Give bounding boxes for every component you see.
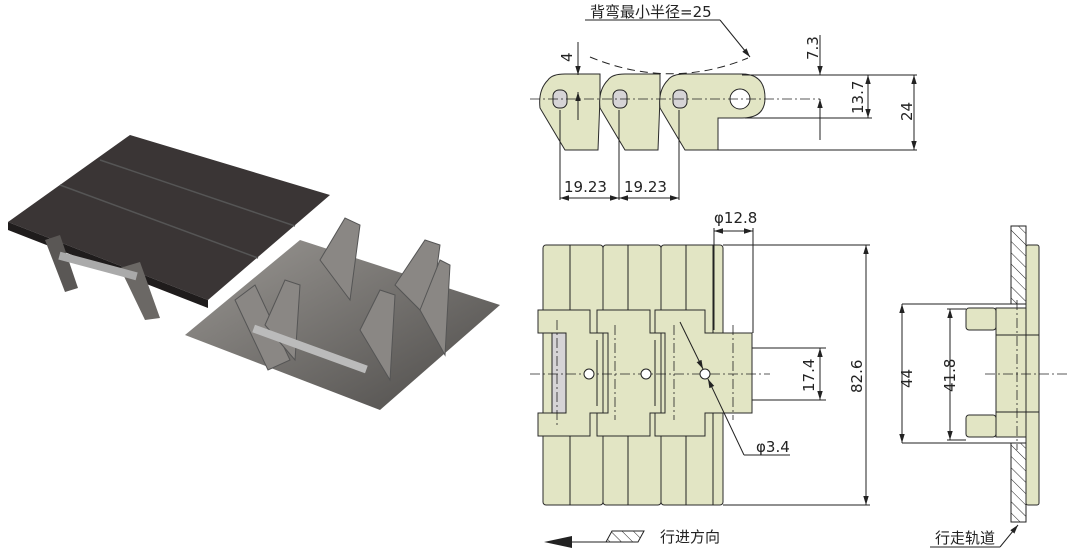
dim-7-3: 7.3 — [804, 36, 822, 60]
dim-4: 4 — [558, 52, 576, 62]
direction-arrow-icon — [544, 536, 572, 548]
dim-82-6: 82.6 — [848, 360, 866, 393]
direction-label: 行进方向 — [660, 528, 720, 546]
dim-44: 44 — [898, 369, 916, 388]
pitch-dim-2: 19.23 — [624, 178, 667, 196]
side-view: 背弯最小半径=25 4 19.23 19.23 7.3 13.7 24 — [530, 3, 917, 201]
rail-lower — [1010, 442, 1027, 523]
top-view: φ3.4 φ12.8 17.4 82.6 — [530, 209, 870, 506]
dim-phi12-8: φ12.8 — [714, 209, 757, 227]
chain-photo — [8, 135, 500, 410]
dim-phi3-4: φ3.4 — [756, 438, 790, 456]
dim-41-8: 41.8 — [941, 359, 959, 392]
hatch-symbol-icon — [605, 530, 645, 543]
bend-radius-label: 背弯最小半径=25 — [590, 3, 712, 21]
dim-24: 24 — [898, 102, 916, 121]
pitch-dim-1: 19.23 — [564, 178, 607, 196]
end-view: 44 41.8 行走轨道 — [898, 225, 1068, 548]
rail-label: 行走轨道 — [935, 529, 995, 547]
rail-upper — [1010, 225, 1027, 305]
dim-13-7: 13.7 — [849, 81, 867, 114]
dim-17-4: 17.4 — [800, 359, 818, 392]
direction-legend: 行进方向 — [544, 528, 720, 548]
